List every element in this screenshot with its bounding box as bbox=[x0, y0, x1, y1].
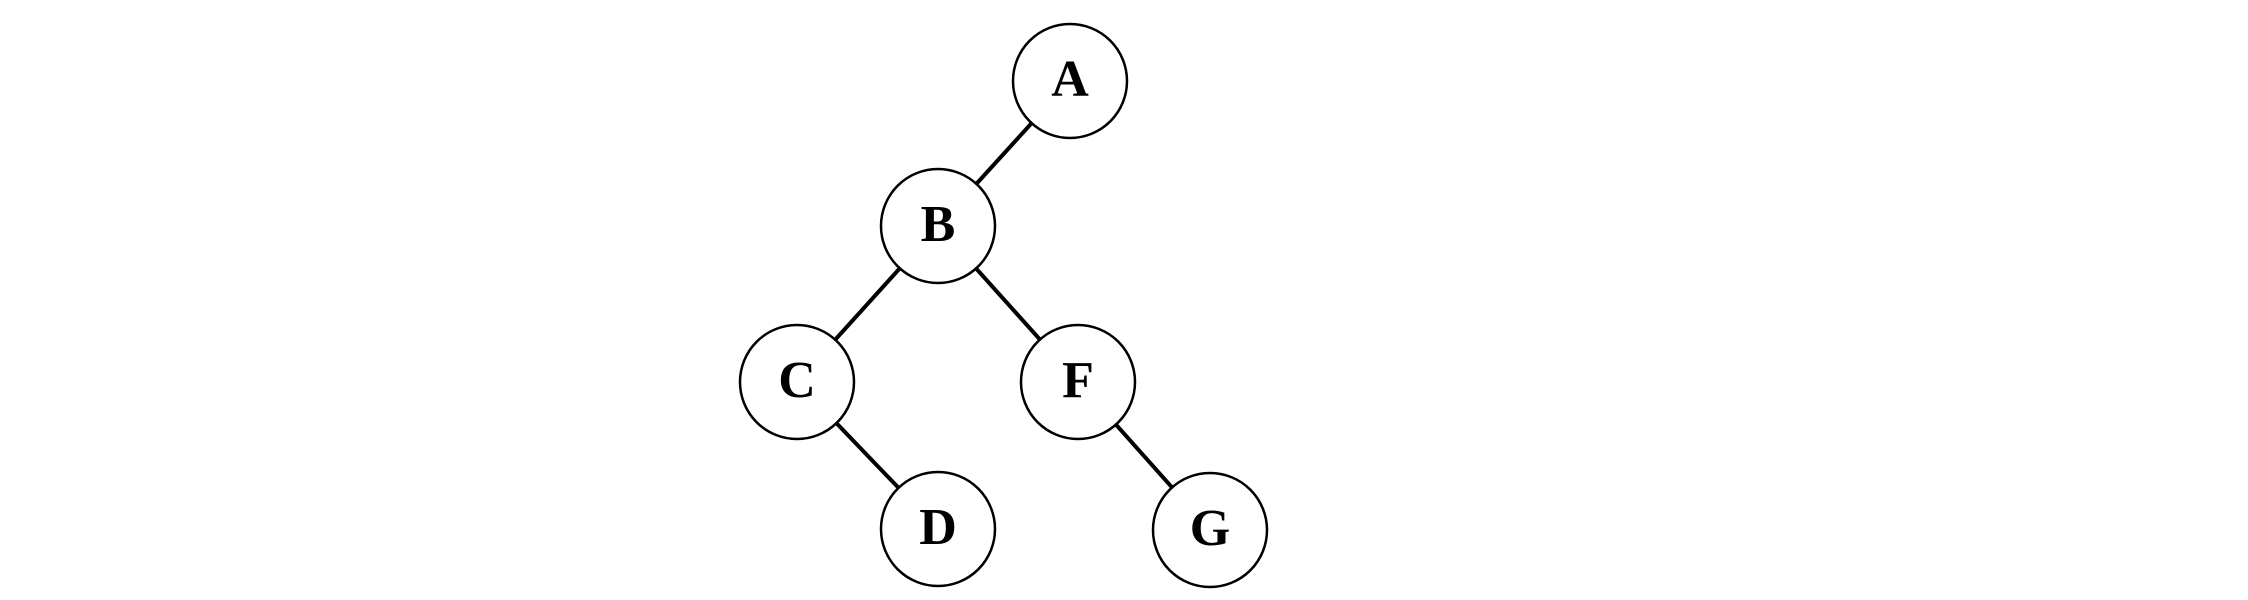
tree-node-circle-B bbox=[879, 167, 997, 285]
tree-node-circle-F bbox=[1019, 323, 1137, 441]
tree-node-label-G: G bbox=[1190, 500, 1230, 557]
tree-node-label-C: C bbox=[778, 352, 816, 409]
tree-node-circle-D bbox=[879, 470, 997, 588]
tree-node-label-A: A bbox=[1051, 51, 1089, 108]
tree-node-label-D: D bbox=[919, 499, 957, 556]
tree-node-circle-A bbox=[1011, 22, 1129, 140]
tree-node-label-B: B bbox=[921, 196, 956, 253]
tree-node-label-F: F bbox=[1062, 352, 1094, 409]
tree-node-circle-C bbox=[738, 323, 856, 441]
tree-node-circle-G bbox=[1151, 471, 1269, 589]
